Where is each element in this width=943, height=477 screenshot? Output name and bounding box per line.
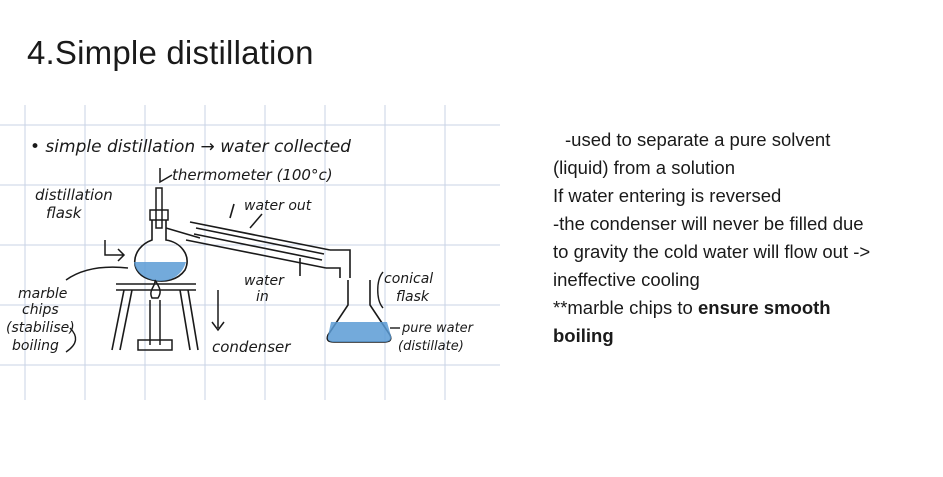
distillate-liquid <box>327 322 392 342</box>
condenser-arrow <box>211 290 225 332</box>
marble-chips-label-3: (stabilise) <box>6 320 75 336</box>
distillation-flask-label-2: flask <box>46 204 83 222</box>
round-bottom-flask <box>134 220 188 282</box>
note-line-8: boiling <box>553 322 938 350</box>
note-line-7-bold: ensure smooth <box>697 297 831 318</box>
slide-title: 4.Simple distillation <box>27 34 314 71</box>
conical-flask-label-1: conical <box>384 271 433 287</box>
pure-water-label-1: pure water <box>401 321 475 336</box>
note-line-1: -used to separate a pure solvent <box>565 129 831 150</box>
thermometer-label: thermometer (100°c) <box>172 166 333 184</box>
water-out-label: water out <box>244 198 312 214</box>
water-in-label-2: in <box>256 289 269 305</box>
pure-water-label-2: (distillate) <box>398 339 464 354</box>
note-line-2: (liquid) from a solution <box>553 157 735 178</box>
condenser <box>185 203 351 278</box>
marble-chips-label-2: chips <box>22 302 59 318</box>
marble-chips-arrow <box>65 266 129 281</box>
marble-chips-label-1: marble <box>18 286 67 302</box>
condenser-label: condenser <box>212 338 291 356</box>
note-line-8-bold: boiling <box>553 325 614 346</box>
conical-flask-label-2: flask <box>396 289 430 305</box>
note-line-3: If water entering is reversed <box>553 185 782 206</box>
note-line-7-prefix: **marble chips to <box>553 297 698 318</box>
water-out-arrow <box>249 213 263 229</box>
distillation-diagram: • simple distillation → water collected … <box>0 105 500 400</box>
note-line-7: **marble chips to ensure smooth <box>553 294 938 322</box>
diagram-heading: • simple distillation → water collected <box>30 137 351 157</box>
note-line-5: to gravity the cold water will flow out … <box>553 241 871 262</box>
marble-brace <box>65 327 77 353</box>
flask-stopper <box>149 209 169 221</box>
thermometer <box>155 187 163 229</box>
marble-chips-label-4: boiling <box>12 338 59 354</box>
notes-panel: -used to separate a pure solvent (liquid… <box>553 126 938 350</box>
note-line-6: ineffective cooling <box>553 269 700 290</box>
tripod-stand <box>111 283 199 351</box>
thermometer-arrow <box>159 168 173 184</box>
flask-liquid <box>134 262 186 281</box>
water-in-label-1: water <box>244 273 285 289</box>
note-line-4: -the condenser will never be filled due <box>553 213 864 234</box>
grid <box>0 105 500 400</box>
flask-side-arm <box>165 227 201 239</box>
flask-pointer <box>104 240 126 262</box>
bunsen-burner <box>137 279 173 351</box>
conical-flask-bracket <box>377 271 384 309</box>
distillation-flask-label-1: distillation <box>35 186 113 204</box>
